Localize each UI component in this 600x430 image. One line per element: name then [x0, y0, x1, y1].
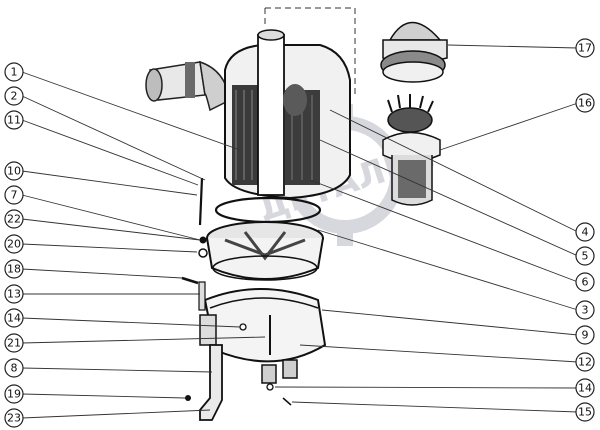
- callout-19: 19: [4, 384, 24, 404]
- callout-18: 18: [4, 259, 24, 279]
- oil-bath-pan: [206, 221, 324, 281]
- filter-housing: [224, 29, 351, 200]
- clamp-band: [199, 288, 327, 384]
- callout-2: 2: [4, 86, 24, 106]
- svg-text:14: 14: [7, 312, 21, 325]
- svg-text:11: 11: [7, 114, 21, 127]
- svg-text:3: 3: [582, 304, 589, 317]
- svg-text:8: 8: [11, 362, 18, 375]
- callout-17: 17: [575, 38, 595, 58]
- callout-12: 12: [575, 352, 595, 372]
- callout-14-left: 14: [4, 308, 24, 328]
- svg-text:5: 5: [582, 250, 589, 263]
- svg-text:15: 15: [578, 406, 592, 419]
- svg-text:17: 17: [578, 42, 592, 55]
- dashed-outline: [264, 7, 356, 95]
- intake-pipe: [145, 60, 231, 112]
- svg-text:1: 1: [11, 66, 18, 79]
- svg-text:10: 10: [7, 165, 21, 178]
- svg-text:6: 6: [582, 276, 589, 289]
- svg-text:18: 18: [7, 263, 21, 276]
- svg-text:12: 12: [578, 356, 592, 369]
- svg-text:21: 21: [7, 337, 21, 350]
- callout-3: 3: [575, 300, 595, 320]
- callout-14-right: 14: [575, 378, 595, 398]
- filter-cap: [380, 21, 448, 83]
- svg-text:23: 23: [7, 412, 21, 425]
- svg-text:22: 22: [7, 213, 21, 226]
- svg-text:7: 7: [11, 189, 18, 202]
- callout-4: 4: [575, 222, 595, 242]
- callout-21: 21: [4, 333, 24, 353]
- callout-1: 1: [4, 62, 24, 82]
- callout-16: 16: [575, 93, 595, 113]
- callout-10: 10: [4, 161, 24, 181]
- svg-text:9: 9: [582, 329, 589, 342]
- svg-text:19: 19: [7, 388, 21, 401]
- callout-20: 20: [4, 234, 24, 254]
- pre-cleaner: [382, 94, 441, 206]
- callout-8: 8: [4, 358, 24, 378]
- callout-23: 23: [4, 408, 24, 428]
- svg-text:13: 13: [7, 288, 21, 301]
- callout-9: 9: [575, 325, 595, 345]
- svg-text:16: 16: [578, 97, 592, 110]
- callout-13: 13: [4, 284, 24, 304]
- callout-5: 5: [575, 246, 595, 266]
- leader-lines: [21, 44, 579, 419]
- svg-text:20: 20: [7, 238, 21, 251]
- callout-7: 7: [4, 185, 24, 205]
- svg-text:4: 4: [582, 226, 589, 239]
- callout-15: 15: [575, 402, 595, 422]
- fasteners: [181, 177, 292, 406]
- svg-text:2: 2: [11, 90, 18, 103]
- callout-11: 11: [4, 110, 24, 130]
- callout-22: 22: [4, 209, 24, 229]
- svg-text:14: 14: [578, 382, 592, 395]
- mounting-bracket: [199, 344, 223, 421]
- callout-6: 6: [575, 272, 595, 292]
